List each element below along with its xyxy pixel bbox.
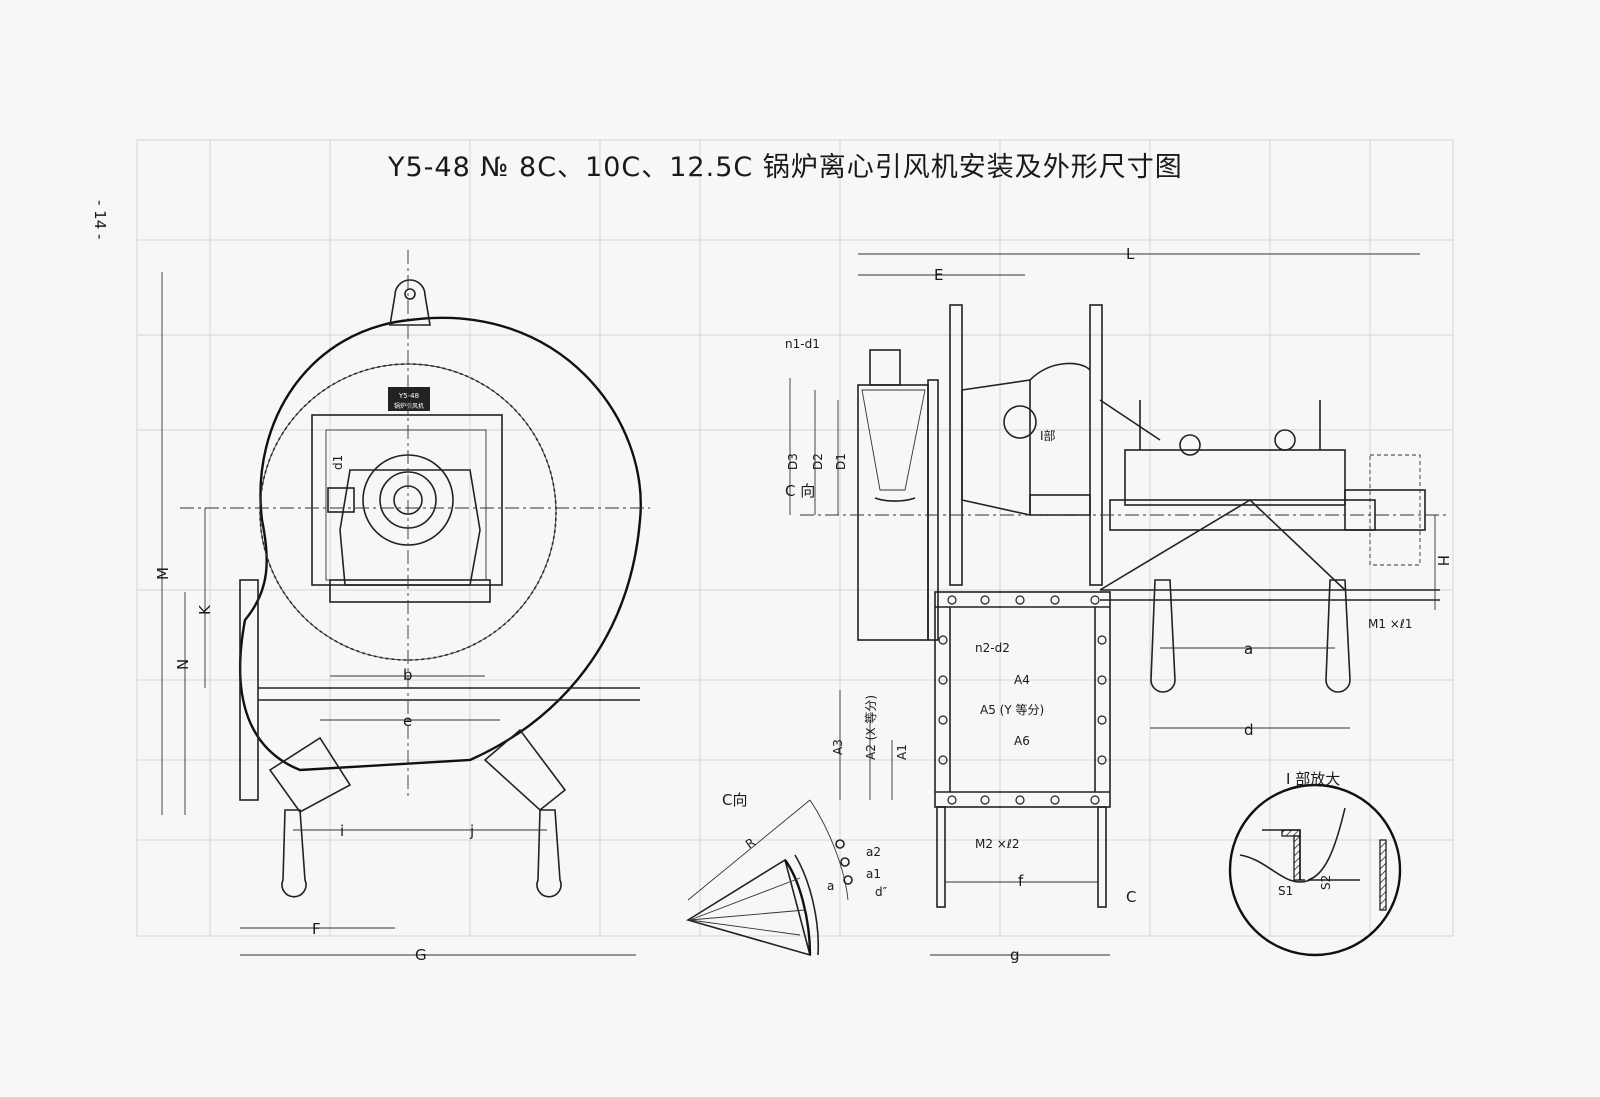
dim-R: R (743, 835, 758, 851)
dim-N: N (174, 659, 192, 670)
dim-b: b (403, 666, 413, 684)
dim-A3: A3 (831, 739, 845, 755)
dim-a: a (1244, 640, 1253, 658)
dim-A1: A1 (895, 744, 909, 760)
dim-L: L (1126, 245, 1135, 263)
label-c-direction: C 向 (785, 482, 815, 500)
dim-C: C (1126, 888, 1136, 906)
dim-S1: S1 (1278, 884, 1293, 898)
dim-e: e (403, 712, 412, 730)
label-i-part: I部 (1040, 428, 1056, 443)
dim-G: G (415, 946, 427, 964)
dim-d: d (1244, 721, 1254, 739)
dim-D1: D1 (834, 453, 848, 470)
dim-D3: D3 (786, 453, 800, 470)
dim-D2: D2 (811, 453, 825, 470)
dim-E: E (934, 266, 943, 284)
dim-A2: A2 (X 等分) (864, 695, 878, 760)
dim-d1: d1 (331, 455, 345, 470)
dim-A6: A6 (1014, 734, 1030, 748)
svg-text:Y5-48: Y5-48 (398, 392, 419, 400)
c-view-title: C向 (722, 791, 747, 809)
dim-A5: A5 (Y 等分) (980, 703, 1044, 717)
dim-F: F (312, 920, 321, 938)
svg-text:锅炉引风机: 锅炉引风机 (394, 402, 424, 410)
front-view: Y5-48 锅炉引风机 M K N d1 b e i j F G (154, 250, 650, 964)
dim-a1: a1 (866, 867, 881, 881)
dim-S2: S2 (1319, 875, 1333, 890)
label-M2-l2: M2 ×ℓ2 (975, 837, 1019, 851)
nameplate (388, 387, 430, 411)
i-part-detail: I 部放大 S1 S2 (1228, 770, 1402, 957)
dim-f: f (1018, 872, 1024, 890)
label-n1-d1: n1-d1 (785, 337, 820, 351)
dim-g: g (1010, 946, 1020, 964)
dim-d-double-prime: d″ (875, 885, 888, 899)
side-view: L E n1-d1 D3 D2 D1 C 向 I部 n2-d2 A4 A5 (Y… (785, 245, 1452, 964)
background-grid (136, 139, 1454, 937)
dim-H: H (1434, 555, 1452, 566)
dim-a2: a2 (866, 845, 881, 859)
dim-A4: A4 (1014, 673, 1030, 687)
lifting-lug-icon (389, 279, 431, 326)
page-title: Y5-48 № 8C、10C、12.5C 锅炉离心引风机安装及外形尺寸图 (387, 152, 1183, 183)
label-n2-d2: n2-d2 (975, 641, 1010, 655)
dim-K: K (196, 604, 214, 615)
dim-i: i (340, 822, 344, 840)
label-M1-l1: M1 ×ℓ1 (1368, 617, 1412, 631)
c-view-detail: C向 R a2 a1 a d″ (686, 791, 888, 957)
dim-j: j (469, 822, 474, 840)
dim-a-detail: a (827, 879, 834, 893)
i-detail-title: I 部放大 (1286, 770, 1340, 788)
page-number: - 14 - (91, 200, 109, 239)
dim-M: M (154, 567, 172, 580)
